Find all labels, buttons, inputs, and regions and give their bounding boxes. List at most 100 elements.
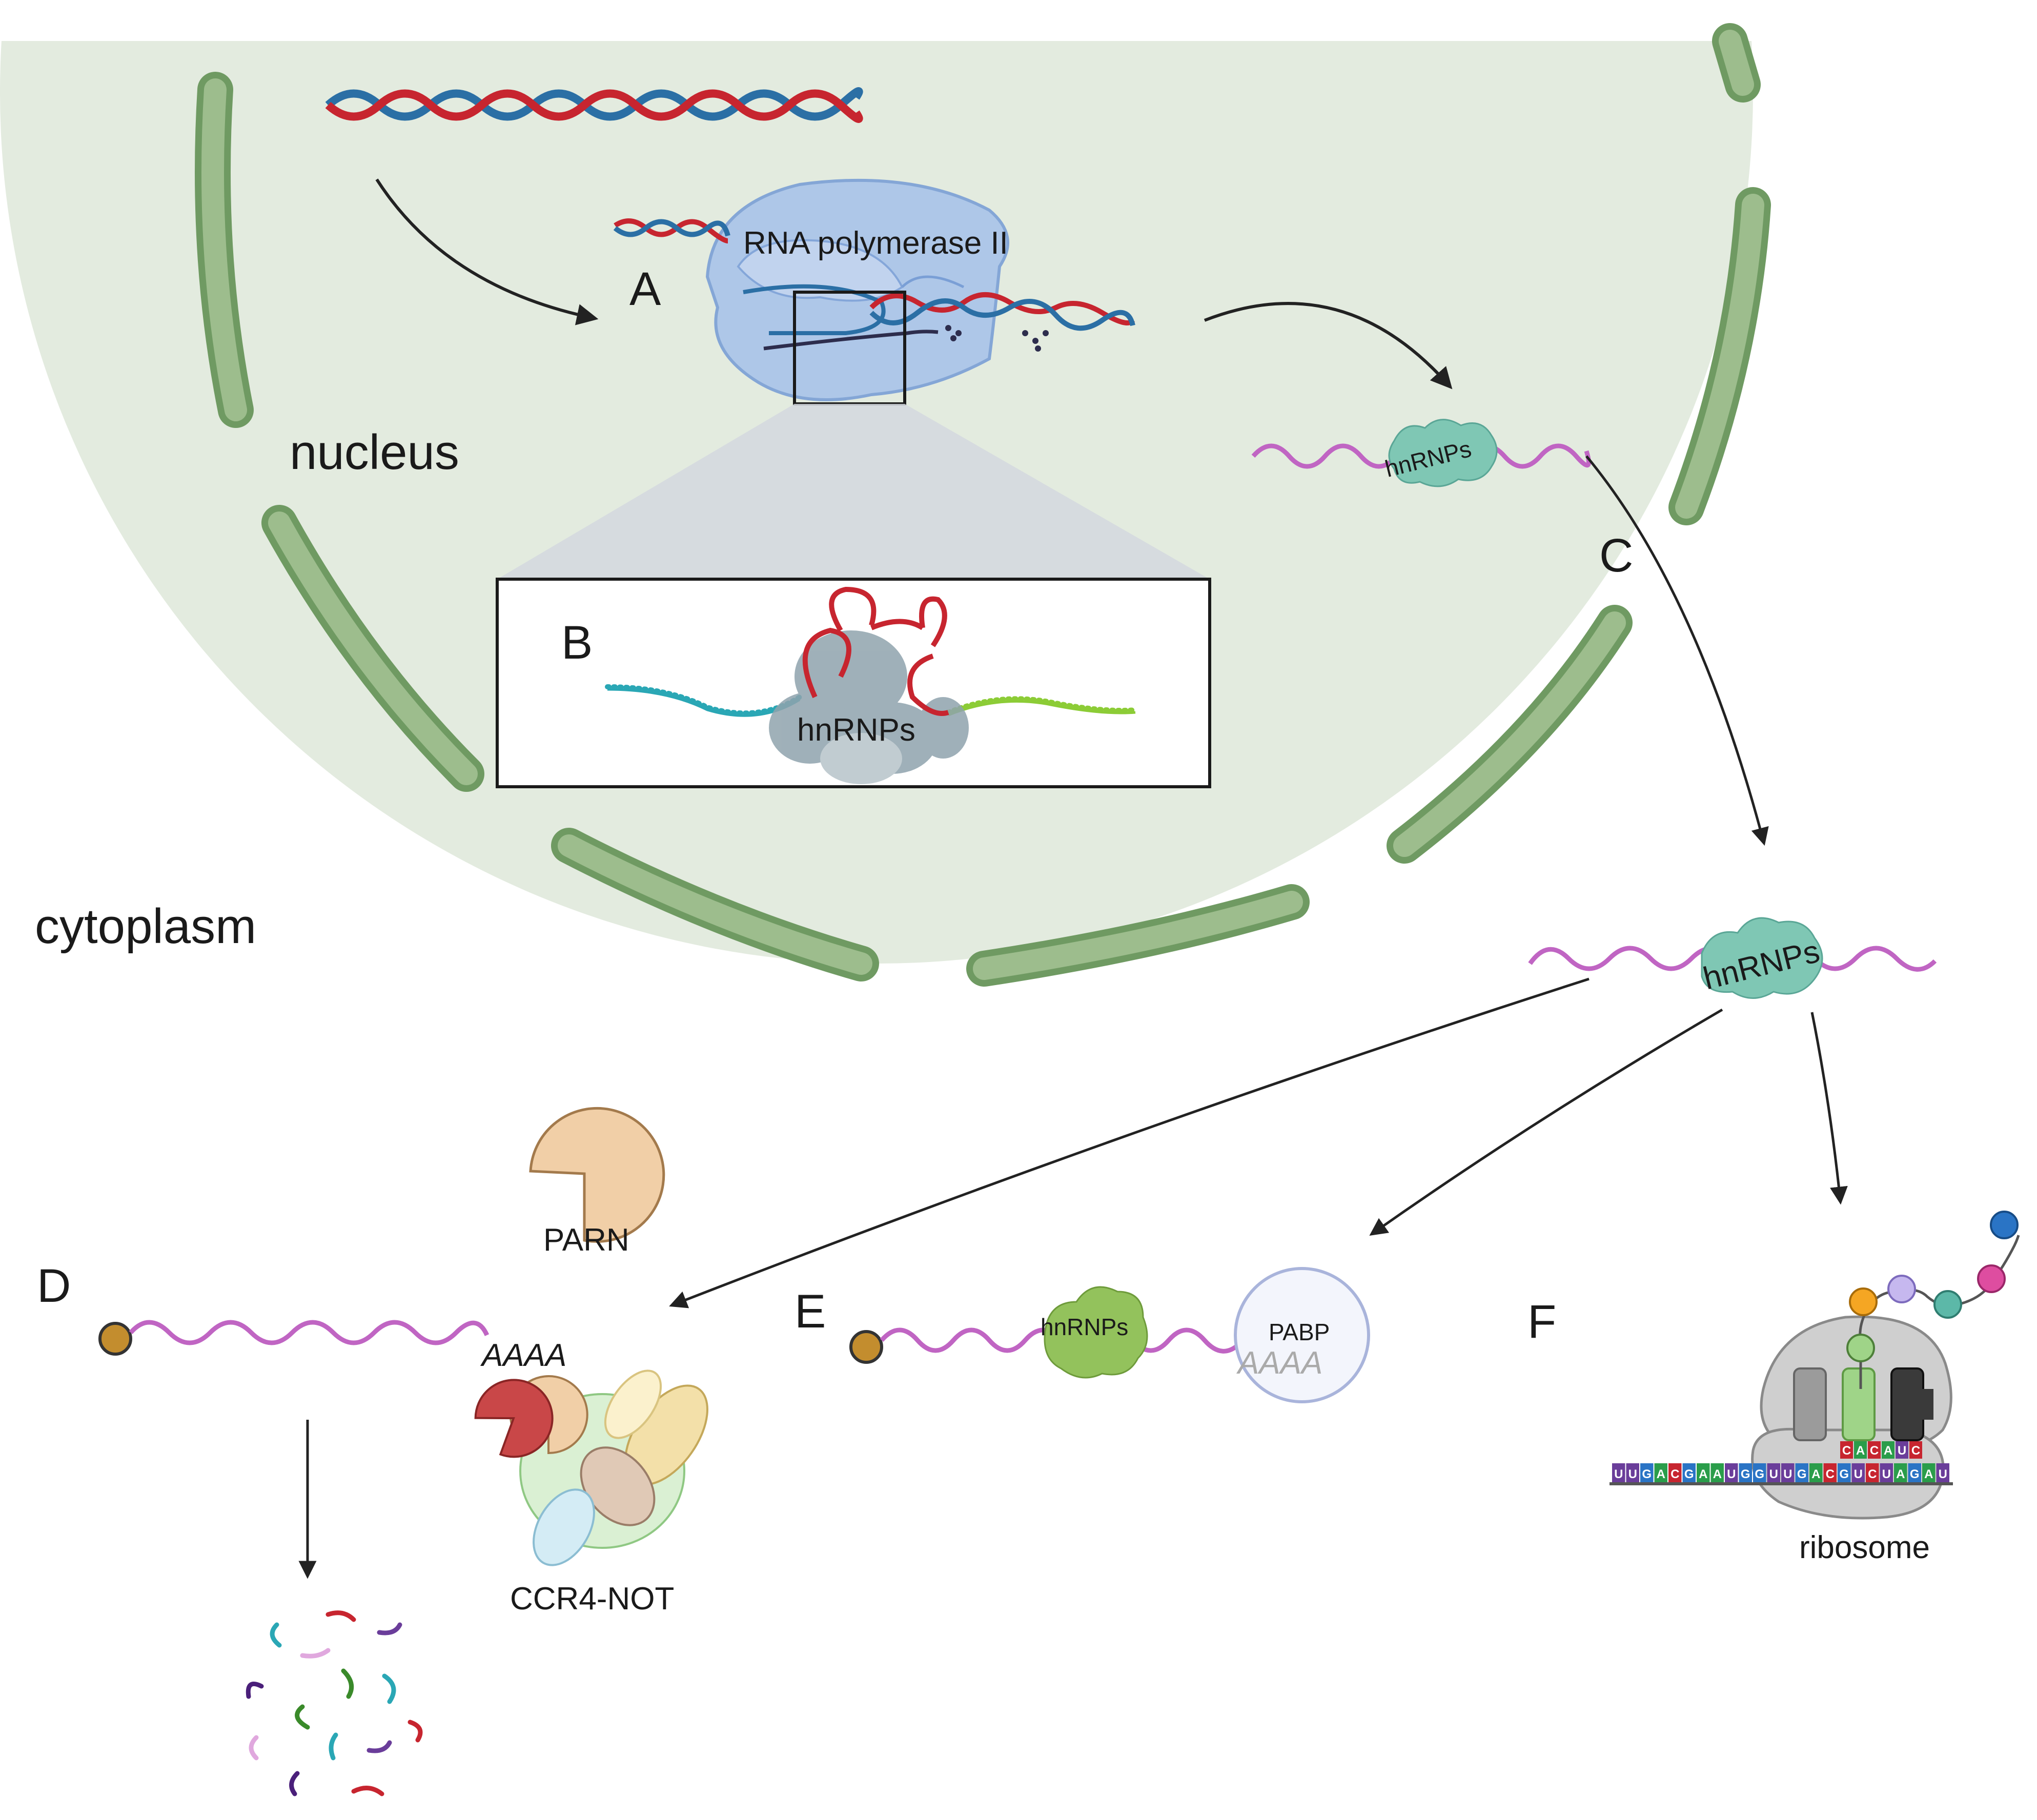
nucleus-label: nucleus [290, 425, 459, 480]
codon-letter: G [1755, 1467, 1764, 1481]
step-e-label: E [795, 1285, 826, 1338]
peptide-chain-icon [1846, 1211, 2020, 1389]
codon-base [1767, 1463, 1780, 1483]
codon-base [1908, 1463, 1921, 1483]
hnrnps-label-b: hnRNPs [797, 712, 915, 748]
codon-base [1640, 1463, 1654, 1483]
rna-pol-label: RNA polymerase II [743, 226, 1008, 261]
codon-base [1795, 1463, 1808, 1483]
cytoplasm-label: cytoplasm [35, 899, 256, 954]
arrow-to-d [669, 977, 1590, 1308]
codon-base [1697, 1463, 1710, 1483]
codon-base [1781, 1463, 1795, 1483]
codon-base [1936, 1463, 1949, 1483]
cap-icon [849, 1330, 883, 1364]
polya-d: AAAA [480, 1338, 566, 1373]
codon-letter: A [1811, 1467, 1820, 1481]
step-d-label: D [37, 1260, 71, 1312]
codon-letter: C [1826, 1467, 1835, 1481]
pre-mrna-exon2 [946, 696, 1138, 715]
inset-b: B hnRNPs [496, 578, 1211, 788]
ccr4-not-complex-icon [474, 1369, 708, 1566]
anticodon-letter: C [1911, 1444, 1920, 1458]
codon-base [1851, 1463, 1865, 1483]
codon-base [1809, 1463, 1823, 1483]
codon-base [1866, 1463, 1879, 1483]
ccr4-not-label: CCR4-NOT [510, 1581, 674, 1617]
hnrnp-complex-icon [769, 630, 969, 784]
step-f-label: F [1527, 1296, 1556, 1348]
hnrnp-complex-icon [1701, 917, 1823, 999]
anticodon-base [1909, 1441, 1922, 1459]
codon-base [1668, 1463, 1682, 1483]
arrow-dna-to-a [375, 178, 599, 325]
pabp-label: PABP [1269, 1319, 1330, 1345]
arrow-a-to-c [1204, 302, 1453, 390]
codon-base [1612, 1463, 1625, 1483]
codon-letter: C [1671, 1467, 1679, 1481]
polya-e: AAAA [1236, 1345, 1322, 1381]
intron-loops [802, 586, 949, 716]
ribosome-label: ribosome [1799, 1530, 1930, 1565]
zoom-cone [497, 404, 1210, 579]
codon-base [1682, 1463, 1696, 1483]
anticodon-base [1868, 1441, 1881, 1459]
codon-letter: U [1882, 1467, 1891, 1481]
codon-letter: A [1924, 1467, 1933, 1481]
codon-base [1894, 1463, 1907, 1483]
mrna-c2: hnRNPs [1528, 917, 1937, 999]
codon-letter: U [1854, 1467, 1863, 1481]
anticodon-base [1896, 1441, 1908, 1459]
anticodon-base [1854, 1441, 1867, 1459]
step-a-label: A [629, 263, 661, 315]
step-c-label: C [1599, 529, 1633, 582]
anticodon-letter: U [1898, 1444, 1906, 1458]
pabp-icon [1234, 1267, 1370, 1403]
codon-base [1654, 1463, 1667, 1483]
codon-base [1838, 1463, 1851, 1483]
anticodon-letter: C [1842, 1444, 1851, 1458]
mrna-d: AAAA [98, 1320, 566, 1373]
codon-base [1725, 1463, 1738, 1483]
anticodon-letter: A [1856, 1444, 1865, 1458]
anticodon-base [1840, 1441, 1853, 1459]
pol-dna-out [869, 292, 1135, 325]
codon-letter: U [1769, 1467, 1778, 1481]
rna-polymerase-icon [613, 178, 1135, 405]
codon-letter: U [1939, 1467, 1947, 1481]
parn-label: PARN [543, 1222, 629, 1258]
codon-letter: A [1699, 1467, 1707, 1481]
codon-letter: G [1839, 1467, 1849, 1481]
anticodon-base [1882, 1441, 1895, 1459]
codon-base [1753, 1463, 1766, 1483]
codon-base [1880, 1463, 1893, 1483]
mrna-e: hnRNPs PABP AAAA [849, 1267, 1370, 1403]
pol-nascent-rna [743, 284, 886, 335]
codon-letter: A [1896, 1467, 1905, 1481]
codon-letter: G [1797, 1467, 1807, 1481]
codon-letter: G [1910, 1467, 1920, 1481]
codon-base [1739, 1463, 1752, 1483]
hnrnps-label-e: hnRNPs [1041, 1314, 1128, 1340]
nuclear-envelope-inner [201, 30, 1764, 980]
codon-letter: U [1783, 1467, 1792, 1481]
codon-letter: U [1727, 1467, 1736, 1481]
codon-letter: A [1713, 1467, 1722, 1481]
hnrnp-complex-icon [1388, 419, 1498, 487]
codon-base [1626, 1463, 1639, 1483]
codon-letter: U [1628, 1467, 1637, 1481]
arrow-to-e [1369, 1008, 1723, 1236]
dna-helix-icon [325, 87, 863, 123]
codon-letter: G [1642, 1467, 1652, 1481]
nucleotides [945, 325, 1049, 352]
anticodon-letter: A [1884, 1444, 1892, 1458]
arrow-to-f [1810, 1012, 1848, 1205]
step-b-label: B [561, 617, 593, 669]
arrow-c1-to-c2 [1585, 455, 1769, 846]
codon-letter: U [1614, 1467, 1623, 1481]
parn-enzyme-icon: PARN [529, 1107, 665, 1258]
e-site [1793, 1367, 1827, 1441]
